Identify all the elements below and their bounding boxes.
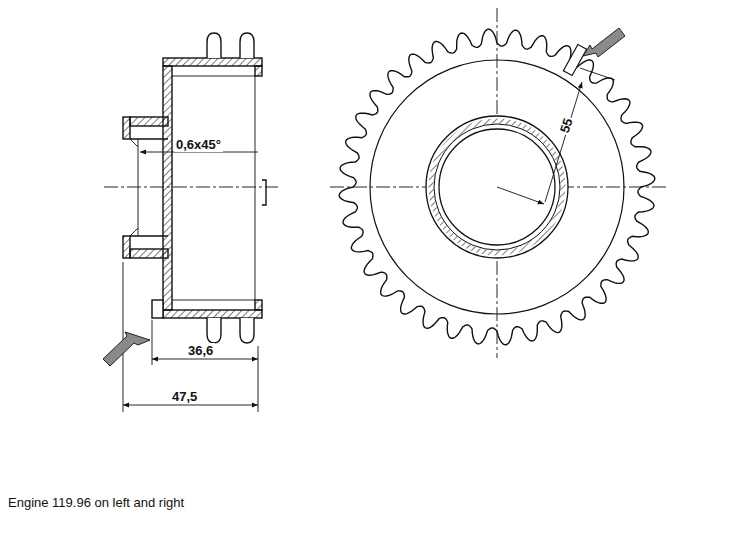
dimension-label: 36,6 xyxy=(186,343,215,358)
sprocket-teeth xyxy=(339,29,655,345)
front-view xyxy=(330,8,668,358)
dimension-label: 55 xyxy=(556,114,576,136)
figure-caption: Engine 119.96 on left and right xyxy=(8,495,184,510)
dimension-label: 47,5 xyxy=(170,389,199,404)
pointer-arrow xyxy=(583,28,625,57)
pointer-arrow xyxy=(103,332,150,366)
section-view xyxy=(104,33,278,412)
dimension-label: 0,6x45° xyxy=(174,137,223,152)
